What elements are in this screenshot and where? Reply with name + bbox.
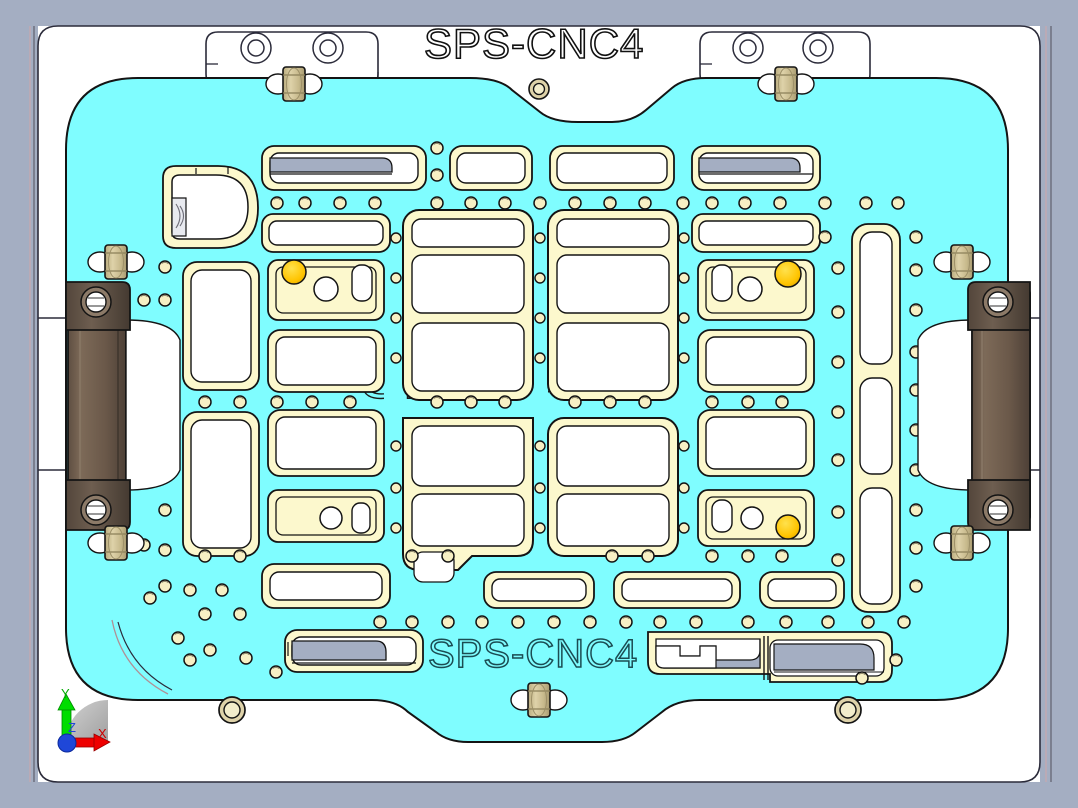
top-slot-3[interactable] — [549, 145, 675, 191]
right-clamp-end-bottom[interactable] — [967, 479, 1031, 531]
right-clamp-rail[interactable] — [917, 281, 1031, 531]
yellow-marker-icon — [775, 514, 801, 540]
bottom-engraving: SPS-CNC4 — [428, 632, 638, 676]
marker-pocket-bottom-right[interactable] — [697, 489, 815, 547]
lower-pocket-right-1[interactable] — [697, 409, 815, 477]
bottom-slot-4[interactable] — [759, 571, 845, 609]
top-slot-4[interactable] — [691, 145, 821, 191]
z-axis-label: Z — [68, 720, 76, 735]
mid-pocket-left[interactable] — [267, 329, 385, 393]
left-clamp-end-bottom[interactable] — [65, 479, 131, 531]
marker-pocket-top-right[interactable] — [697, 259, 815, 321]
top-slot-2[interactable] — [449, 145, 533, 191]
bottom-slot-left[interactable] — [261, 563, 391, 609]
y-axis-label: Y — [61, 686, 70, 701]
row2-slot-right[interactable] — [691, 213, 821, 253]
x-axis-label: X — [98, 726, 107, 741]
marker-pocket-bottom-left[interactable] — [267, 489, 385, 543]
axis-triad[interactable]: Y X Z — [57, 686, 111, 753]
left-tall-pocket-upper[interactable] — [182, 261, 260, 391]
top-slot-1[interactable] — [261, 145, 427, 191]
mid-pocket-right[interactable] — [697, 329, 815, 393]
d-shaped-pocket[interactable] — [162, 165, 259, 249]
top-right-mounting-tab[interactable] — [699, 31, 871, 87]
row2-slot-left[interactable] — [261, 213, 391, 253]
left-tall-pocket-lower[interactable] — [182, 411, 260, 557]
right-tall-slot-column[interactable] — [851, 223, 901, 613]
bottom-slot-2[interactable] — [483, 571, 595, 609]
lower-pocket-left-1[interactable] — [267, 409, 385, 477]
lower-center-pocket-left[interactable] — [402, 417, 534, 583]
lower-center-pocket-right[interactable] — [547, 417, 679, 557]
yellow-marker-icon — [281, 259, 307, 285]
counterbore-hole-left[interactable] — [218, 696, 246, 724]
counterbore-hole-right[interactable] — [834, 696, 862, 724]
right-clamp-end-top[interactable] — [967, 281, 1031, 331]
center-pocket-group-left[interactable] — [402, 209, 534, 401]
marker-pocket-top-left[interactable] — [267, 259, 385, 321]
bottom-long-slot-left[interactable] — [284, 629, 424, 673]
center-pocket-group-right[interactable] — [547, 209, 679, 401]
bottom-slot-3[interactable] — [613, 571, 741, 609]
z-axis-origin — [57, 733, 77, 753]
yellow-marker-icon — [774, 260, 802, 288]
bottom-stepped-slot[interactable] — [647, 631, 893, 683]
title-engraving: SPS-CNC4 — [424, 20, 644, 67]
counterbore-hole-top[interactable] — [528, 78, 550, 100]
x-axis-arrow — [65, 733, 111, 752]
left-clamp-end-top[interactable] — [65, 281, 131, 331]
left-clamp-rail[interactable] — [65, 281, 181, 531]
